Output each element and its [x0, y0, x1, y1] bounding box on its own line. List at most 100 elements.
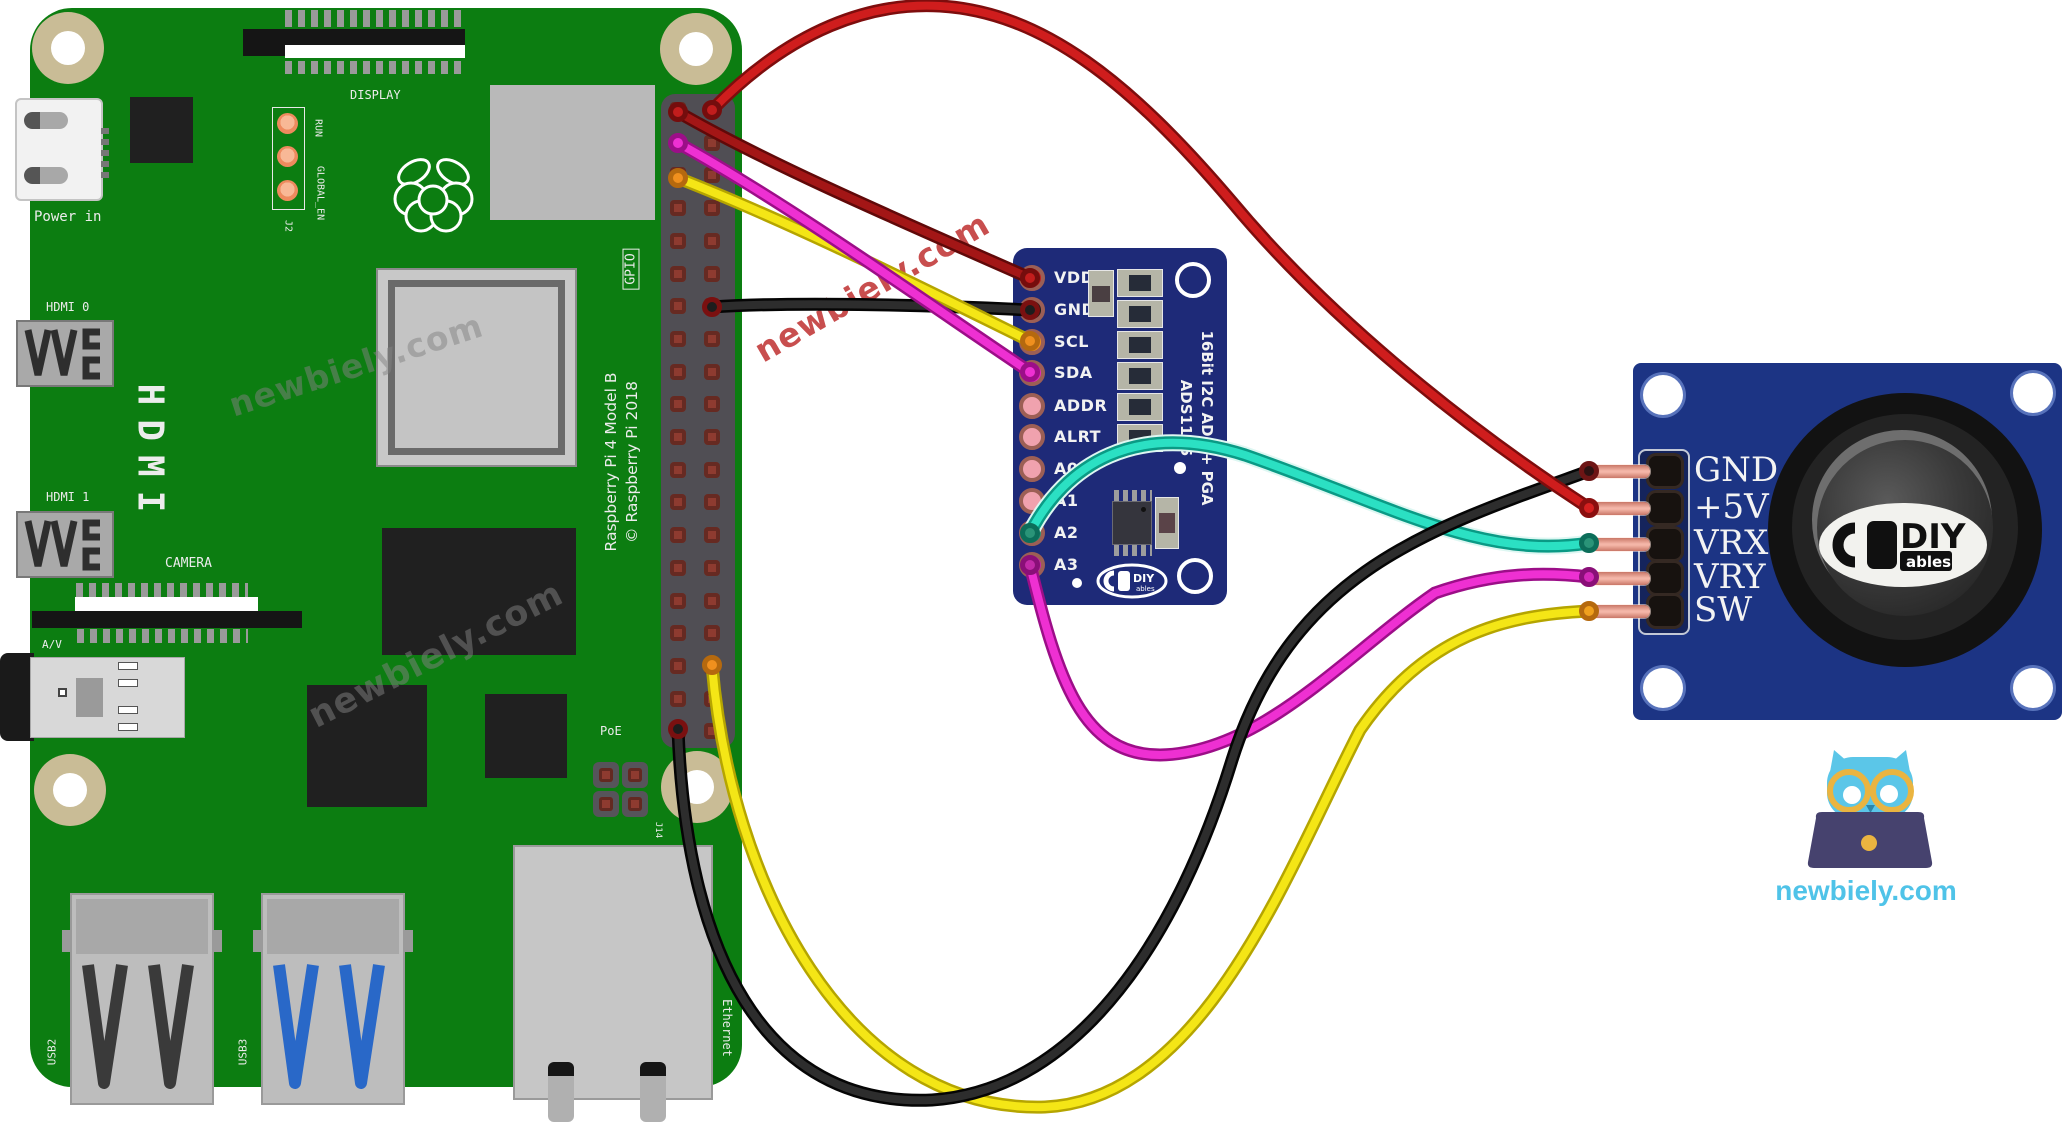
- pi-chip: [382, 528, 576, 655]
- ads-pin-label: ALRT: [1054, 427, 1102, 446]
- gpio-pin: [704, 429, 720, 445]
- av-jack-pin: [118, 723, 138, 731]
- hdmi1-port-pins: [24, 519, 100, 571]
- joy-pin-stub: [1590, 604, 1650, 618]
- smd-resistor: [1117, 362, 1163, 390]
- j2-header: [272, 107, 305, 210]
- ads-ic-dot: [1141, 507, 1146, 512]
- joy-mount-hole: [1643, 668, 1683, 708]
- pi-mount-hole-core: [51, 31, 85, 65]
- gpio-pin: [670, 527, 686, 544]
- av-jack-body: [30, 657, 185, 738]
- ads-pin-label: SDA: [1054, 363, 1093, 382]
- ads-pin-a0: [1019, 456, 1045, 482]
- ads-dot: [1072, 578, 1082, 588]
- ads-mount-hole: [1175, 262, 1211, 298]
- gpio-pin: [704, 527, 720, 544]
- gpio-pin: [670, 167, 686, 184]
- gpio-pin: [670, 461, 686, 478]
- joy-socket: [1646, 593, 1684, 629]
- joystick-knob: DIY ables: [1768, 393, 2042, 667]
- gpio-pin: [670, 102, 686, 118]
- gpio-pin: [670, 298, 686, 315]
- usb-tab: [213, 930, 222, 952]
- ads-pin-label: ADDR: [1054, 396, 1108, 415]
- av-jack-block: [76, 678, 103, 717]
- av-jack-barrel: [0, 653, 34, 741]
- gpio-pin: [704, 690, 720, 707]
- joy-pin-stub: [1590, 501, 1650, 515]
- pi-chip: [485, 694, 567, 778]
- j2-pin: [277, 180, 298, 201]
- usb3-pins: [273, 964, 385, 1089]
- gpio-pin: [670, 494, 686, 511]
- smd-resistor: [1117, 269, 1163, 297]
- gpio-pin: [704, 396, 720, 413]
- joy-pin-stub: [1590, 464, 1650, 478]
- ads-dot: [1174, 462, 1186, 474]
- gpio-pin: [704, 723, 720, 740]
- gpio-pin: [704, 461, 720, 478]
- joy-pin-label-5v: +5V: [1694, 487, 1769, 527]
- ads-pin-alrt: [1019, 424, 1045, 450]
- joy-socket: [1646, 560, 1684, 596]
- gpio-pin: [670, 265, 686, 282]
- camera-connector-teeth: [77, 629, 248, 643]
- ads-pin-addr: [1019, 393, 1045, 419]
- joy-pin-label-gnd: GND: [1694, 450, 1779, 490]
- gpio-pin: [704, 167, 720, 184]
- hdmi1-label: HDMI 1: [46, 490, 90, 504]
- ads-pin-label: A2: [1054, 523, 1079, 542]
- power-pin: [24, 112, 68, 129]
- pi-chip: [307, 685, 427, 807]
- power-teeth: [101, 128, 109, 178]
- joy-socket: [1646, 490, 1684, 526]
- av-jack-pin: [118, 662, 138, 670]
- ethernet-label: Ethernet: [720, 999, 734, 1057]
- ads-pin-a3: [1019, 552, 1045, 578]
- camera-connector-slot: [75, 597, 258, 611]
- ads-mount-hole: [1177, 558, 1213, 594]
- gpio-pin: [704, 559, 720, 576]
- svg-text:ables: ables: [1136, 585, 1155, 593]
- joy-mount-hole: [2013, 373, 2053, 413]
- display-connector-teeth: [285, 61, 465, 74]
- poe-pin: [593, 762, 619, 788]
- ads-pin-label: A1: [1054, 491, 1079, 510]
- ads-pin-a2: [1019, 520, 1045, 546]
- usb-tab: [62, 930, 71, 952]
- gpio-header: [661, 94, 735, 748]
- hdmi-big-label: HDMI: [129, 383, 171, 527]
- gpio-pin: [670, 232, 686, 249]
- gpio-pin: [670, 657, 686, 674]
- gpio-pin: [670, 559, 686, 576]
- av-jack-dot: [58, 688, 67, 697]
- ads-pin-gnd: [1019, 297, 1045, 323]
- wifi-module: [490, 85, 655, 220]
- watermark: newbiely.com: [747, 203, 997, 371]
- smd-resistor: [1117, 300, 1163, 328]
- j14-label: J14: [653, 821, 663, 839]
- ethernet-foot: [640, 1062, 666, 1122]
- usb3-port-shade: [267, 899, 399, 954]
- ads-vertical-resistor-band: [1092, 286, 1110, 302]
- joy-mount-hole: [1643, 375, 1683, 415]
- gpio-label: GPIO: [622, 248, 640, 290]
- ads-pin-sda: [1019, 360, 1045, 386]
- joy-pin-label-sw: SW: [1694, 590, 1753, 630]
- usb2-pins: [82, 964, 194, 1089]
- display-connector-slot: [285, 45, 465, 58]
- joy-sw-wire: [705, 604, 1596, 1114]
- usb-tab: [404, 930, 413, 952]
- raspberry-pi-logo: [393, 158, 474, 233]
- gpio-pin: [704, 330, 720, 347]
- pi-mount-hole-core: [53, 773, 87, 807]
- gpio-pin: [670, 723, 686, 740]
- pi-board-name: Raspberry Pi 4 Model B: [602, 372, 620, 552]
- camera-connector-teeth: [76, 583, 248, 597]
- gpio-pin: [704, 592, 720, 609]
- gpio-pin: [670, 690, 686, 707]
- gpio-pin: [670, 429, 686, 445]
- soc-chip-inner: [388, 280, 565, 455]
